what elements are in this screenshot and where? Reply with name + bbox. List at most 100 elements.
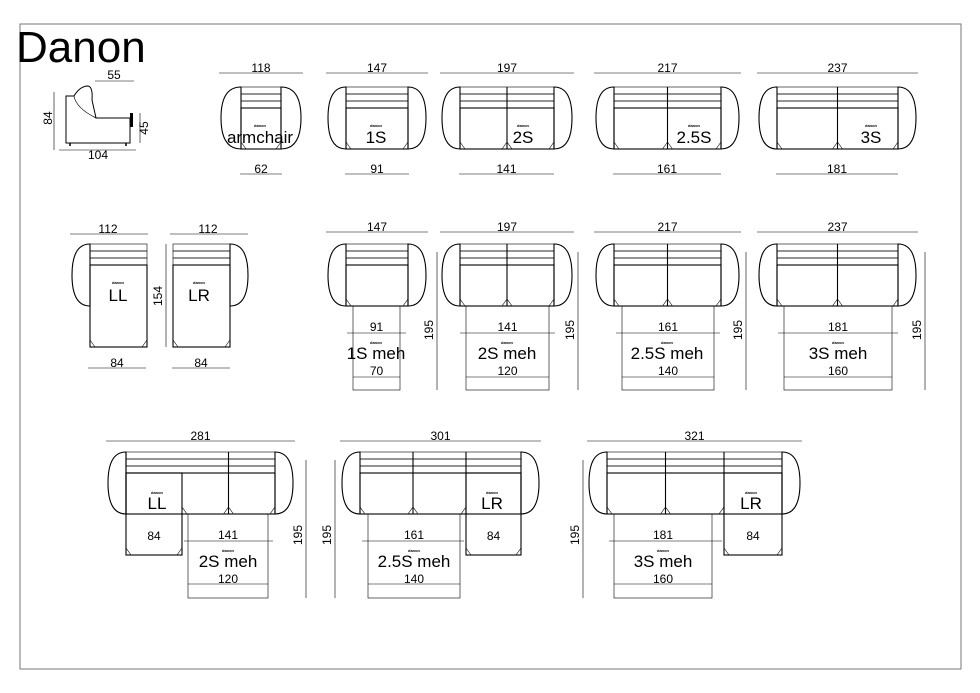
back-cushion-band xyxy=(345,93,409,102)
module-label: 2S meh xyxy=(478,344,537,363)
right-arm xyxy=(553,243,573,307)
sleeper-mechanism-outline xyxy=(621,305,715,391)
chaise-seat xyxy=(172,264,231,348)
chaise-label: LR xyxy=(740,494,762,513)
back-cushion-band xyxy=(240,100,282,109)
seat-corner-mark xyxy=(359,506,366,515)
width-dimension: 147 xyxy=(367,220,387,234)
mechanism-dimension: 70 xyxy=(370,364,384,378)
seat-corner-mark xyxy=(172,339,179,348)
right-arm xyxy=(720,86,740,150)
seat-corner-mark xyxy=(548,141,555,150)
seat-corner-mark xyxy=(662,141,668,150)
seat-corner-mark xyxy=(515,547,522,556)
module-label: 3S xyxy=(861,128,882,147)
brand-logo: danon xyxy=(865,123,878,128)
seat-corner-mark xyxy=(460,506,467,515)
module-label: 2S xyxy=(513,128,534,147)
sleeper-mechanism-outline xyxy=(783,305,893,391)
depth-dimension: 195 xyxy=(731,320,745,340)
right-arm xyxy=(781,451,801,515)
module-label: LL xyxy=(109,286,128,305)
brand-logo: danon xyxy=(688,123,701,128)
seat-corner-mark xyxy=(506,141,513,150)
width-dimension: 197 xyxy=(497,220,517,234)
brand-logo: danon xyxy=(408,548,421,553)
width-dimension: 217 xyxy=(657,220,677,234)
brand-logo: danon xyxy=(222,548,235,553)
left-arm xyxy=(327,243,347,307)
seat-dimension: 181 xyxy=(828,320,848,334)
sleeper-mechanism-outline xyxy=(187,513,269,599)
seat-corner-mark xyxy=(832,141,838,150)
seat-corner-mark xyxy=(125,547,132,556)
width-dimension: 112 xyxy=(198,222,217,236)
seat-corner-mark xyxy=(715,141,722,150)
seat-dimension: 91 xyxy=(370,162,384,176)
chaise-seat xyxy=(89,264,148,348)
chaise-width-dimension: 84 xyxy=(147,529,161,543)
seat-corner-mark xyxy=(459,298,466,307)
width-dimension: 321 xyxy=(684,429,704,443)
seat-corner-mark xyxy=(613,298,620,307)
mechanism-dimension: 160 xyxy=(653,572,673,586)
seat-corner-mark xyxy=(776,141,783,150)
back-cushion-band xyxy=(125,451,276,460)
sleeper-mechanism-outline xyxy=(352,305,401,391)
right-arm xyxy=(897,86,917,150)
seat-dimension: 161 xyxy=(657,162,677,176)
module-label: 2.5S xyxy=(677,128,712,147)
width-dimension: 147 xyxy=(367,61,387,75)
brand-logo: danon xyxy=(193,280,206,285)
module-label: 3S meh xyxy=(809,344,868,363)
seat-dimension: 161 xyxy=(658,320,678,334)
mechanism-dimension: 140 xyxy=(404,572,424,586)
back-cushion-band xyxy=(89,250,148,259)
seat-dimension: 161 xyxy=(404,528,424,542)
left-arm xyxy=(595,243,615,307)
right-arm xyxy=(280,86,302,150)
seat-corner-mark xyxy=(501,141,508,150)
back-cushion-band xyxy=(345,250,409,259)
width-dimension: 217 xyxy=(657,61,677,75)
depth-dimension: 195 xyxy=(320,525,334,545)
seat-corner-mark xyxy=(776,298,783,307)
back-cushion-band xyxy=(172,257,231,266)
seat-corner-mark xyxy=(548,298,555,307)
seat-dimension: 141 xyxy=(497,320,517,334)
module-label: 1S meh xyxy=(347,344,406,363)
brand-logo: danon xyxy=(832,340,845,345)
depth-dimension: 195 xyxy=(910,320,924,340)
brand-logo: danon xyxy=(370,123,383,128)
right-arm xyxy=(407,243,427,307)
side-seat-dim: 45 xyxy=(137,121,151,135)
seat-corner-mark xyxy=(501,298,508,307)
seat-corner-mark xyxy=(407,506,414,515)
right-arm xyxy=(274,451,294,515)
seat-dimension: 181 xyxy=(827,162,847,176)
right-arm xyxy=(407,86,427,150)
seat-corner-mark xyxy=(459,141,466,150)
row2-modules: 112danonLL84112danonLR8415414791danon1S … xyxy=(70,220,926,391)
back-cushion-band xyxy=(125,458,276,467)
seat-corner-mark xyxy=(176,547,183,556)
width-dimension: 301 xyxy=(430,429,450,443)
brand-logo: danon xyxy=(745,490,758,495)
back-cushion-band xyxy=(345,100,409,109)
back-cushion-band xyxy=(125,465,276,474)
right-arm xyxy=(897,243,917,307)
seat-corner-mark xyxy=(275,141,282,150)
right-arm xyxy=(720,243,740,307)
seat-corner-mark xyxy=(89,339,96,348)
chaise-depth-dimension: 154 xyxy=(151,286,165,306)
seat-corner-mark xyxy=(837,298,843,307)
left-arm xyxy=(441,243,461,307)
seat-corner-mark xyxy=(506,298,513,307)
back-cushion-band xyxy=(359,465,522,474)
right-arm xyxy=(520,451,540,515)
